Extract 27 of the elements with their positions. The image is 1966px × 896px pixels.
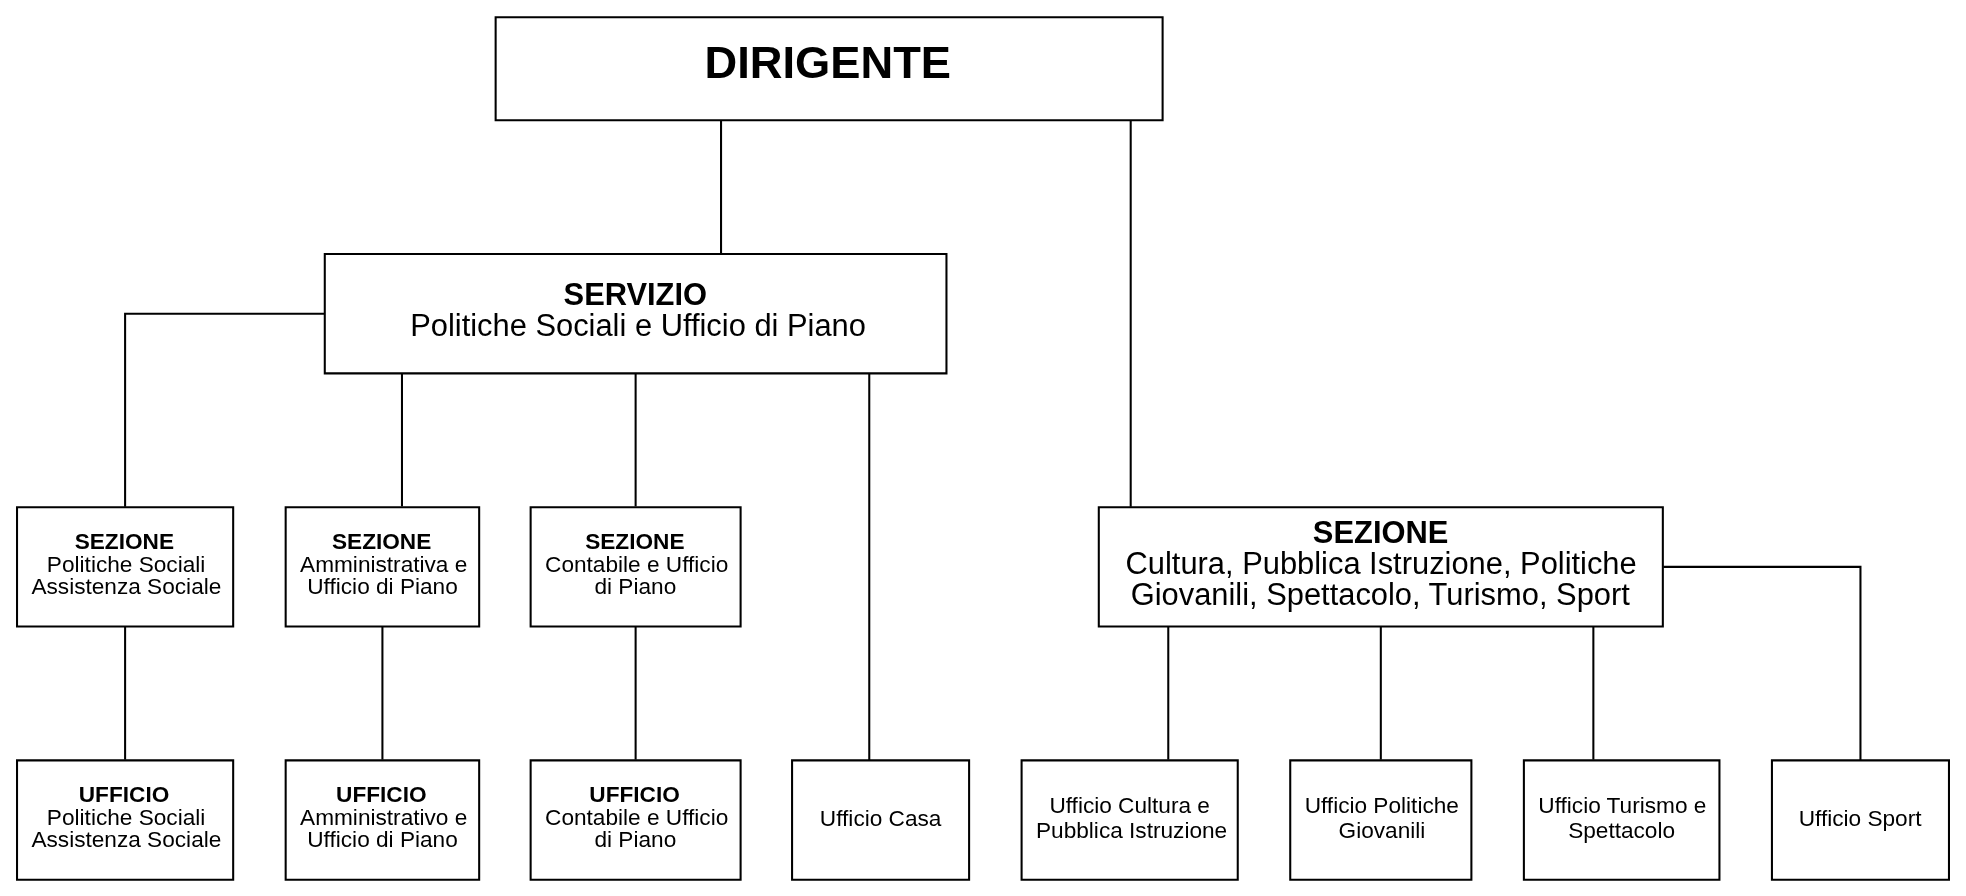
node-box: SERVIZIO Politiche Sociali e Ufficio di Piano (323, 252, 948, 374)
connector (1592, 626, 1595, 760)
node-box: SEZIONE Amministrativa e Ufficio di Piano (284, 505, 481, 628)
connector (1129, 120, 1132, 507)
node-box: Ufficio Cultura e Pubblica Istruzione (1020, 758, 1239, 881)
connector (1167, 626, 1170, 760)
connector (868, 373, 871, 760)
node-box: Ufficio Turismo e Spettacolo (1522, 758, 1721, 881)
connector (1663, 565, 1862, 760)
node-box: SEZIONE Contabile e Ufficio di Piano (529, 505, 742, 628)
connector (124, 626, 127, 760)
node-box: SEZIONE Politiche Sociali Assistenza Sociale (16, 505, 235, 628)
connector (634, 626, 637, 760)
node-box: SEZIONE Cultura, Pubblica Istruzione, Politiche Giovanili, Spettacolo, Turismo, Sport (1097, 505, 1664, 628)
connector (720, 120, 723, 253)
connector (381, 626, 384, 760)
node-box: UFFICIO Politiche Sociali Assistenza Sociale (16, 758, 235, 881)
node-box: Ufficio Politiche Giovanili (1289, 758, 1473, 881)
node-box: UFFICIO Amministrativo e Ufficio di Piano (284, 758, 481, 881)
connector (1379, 626, 1382, 760)
node-box: DIRIGENTE (494, 15, 1164, 121)
connector (400, 373, 403, 506)
node-box: UFFICIO Contabile e Ufficio di Piano (529, 758, 742, 881)
connector (124, 312, 325, 507)
node-box: Ufficio Casa (791, 758, 971, 881)
node-box: Ufficio Sport (1770, 758, 1950, 881)
connector (634, 373, 637, 506)
